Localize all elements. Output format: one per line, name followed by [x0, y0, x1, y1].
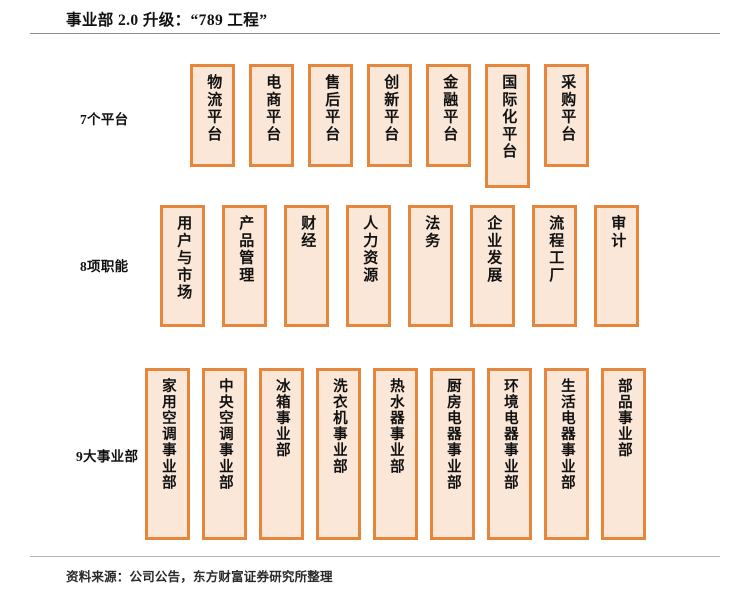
- box-label: 审计: [609, 215, 626, 250]
- box-function-1: 用户与市场: [160, 205, 205, 327]
- box-function-6: 企业发展: [470, 205, 515, 327]
- box-label: 电商平台: [264, 74, 281, 143]
- box-division-9: 部品事业部: [601, 368, 646, 540]
- box-label: 环境电器事业部: [501, 378, 518, 491]
- box-platform-1: 物流平台: [190, 64, 235, 167]
- row-label-divisions: 9大事业部: [76, 449, 139, 464]
- title-divider: [30, 33, 720, 34]
- page-title: 事业部 2.0 升级：“789 工程”: [66, 12, 268, 29]
- box-platform-7: 采购平台: [544, 64, 589, 167]
- footer-divider: [30, 556, 720, 557]
- row-label-platforms: 7个平台: [80, 112, 129, 127]
- box-division-4: 洗衣机事业部: [316, 368, 361, 540]
- source-note: 资料来源：公司公告，东方财富证券研究所整理: [66, 570, 333, 584]
- box-label: 流程工厂: [547, 215, 564, 284]
- box-division-7: 环境电器事业部: [487, 368, 532, 540]
- box-platform-4: 创新平台: [367, 64, 412, 167]
- box-label: 热水器事业部: [387, 378, 404, 475]
- page-header: 事业部 2.0 升级：“789 工程”: [0, 0, 736, 40]
- box-label: 中央空调事业部: [216, 378, 233, 491]
- box-label: 冰箱事业部: [273, 378, 290, 459]
- box-label: 国际化平台: [500, 74, 517, 160]
- box-label: 采购平台: [559, 74, 576, 143]
- box-label: 用户与市场: [175, 215, 192, 301]
- box-function-5: 法务: [408, 205, 453, 327]
- box-platform-5: 金融平台: [426, 64, 471, 167]
- row-label-functions: 8项职能: [80, 259, 129, 274]
- box-division-3: 冰箱事业部: [259, 368, 304, 540]
- box-platform-6: 国际化平台: [485, 64, 530, 188]
- box-label: 物流平台: [205, 74, 222, 143]
- box-function-3: 财经: [284, 205, 329, 327]
- box-function-4: 人力资源: [346, 205, 391, 327]
- box-label: 金融平台: [441, 74, 458, 143]
- box-division-8: 生活电器事业部: [544, 368, 589, 540]
- box-division-6: 厨房电器事业部: [430, 368, 475, 540]
- box-label: 产品管理: [237, 215, 254, 284]
- box-function-7: 流程工厂: [532, 205, 577, 327]
- box-label: 家用空调事业部: [159, 378, 176, 491]
- diagram-row-divisions: 9大事业部 家用空调事业部 中央空调事业部 冰箱事业部 洗衣机事业部 热水器事业部 厨房电…: [0, 368, 736, 580]
- box-label: 人力资源: [361, 215, 378, 284]
- box-label: 企业发展: [485, 215, 502, 284]
- diagram-row-platforms: 7个平台 物流平台 电商平台 售后平台 创新平台 金融平台 国际化平台 采购平台: [0, 64, 736, 207]
- box-division-1: 家用空调事业部: [145, 368, 190, 540]
- box-function-2: 产品管理: [222, 205, 267, 327]
- org-structure-diagram: 7个平台 物流平台 电商平台 售后平台 创新平台 金融平台 国际化平台 采购平台 8项职能 …: [0, 40, 736, 550]
- box-division-5: 热水器事业部: [373, 368, 418, 540]
- box-label: 售后平台: [323, 74, 340, 143]
- box-label: 洗衣机事业部: [330, 378, 347, 475]
- box-platform-2: 电商平台: [249, 64, 294, 167]
- box-label: 财经: [299, 215, 316, 250]
- box-label: 创新平台: [382, 74, 399, 143]
- box-division-2: 中央空调事业部: [202, 368, 247, 540]
- box-label: 部品事业部: [615, 378, 632, 459]
- box-label: 厨房电器事业部: [444, 378, 461, 491]
- diagram-row-functions: 8项职能 用户与市场 产品管理 财经 人力资源 法务 企业发展 流程工厂 审计: [0, 205, 736, 367]
- box-label: 生活电器事业部: [558, 378, 575, 491]
- box-function-8: 审计: [594, 205, 639, 327]
- box-label: 法务: [423, 215, 440, 250]
- box-platform-3: 售后平台: [308, 64, 353, 167]
